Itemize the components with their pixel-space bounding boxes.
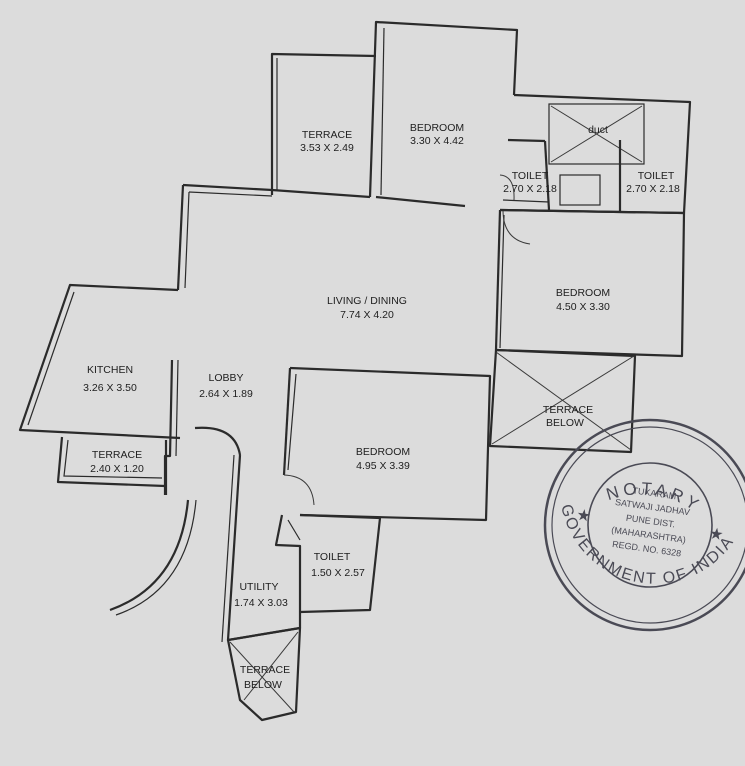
toilet-bottom-name: TOILET	[314, 551, 351, 563]
entry-curve	[109, 499, 190, 612]
bedroom-center-walls	[289, 366, 492, 522]
toilet-left-dims: 2.70 X 2.18	[503, 183, 557, 195]
utility-walls	[226, 454, 301, 642]
stamp-star-right: ★	[708, 525, 725, 544]
notary-stamp: NOTARY GOVERNMENT OF INDIA ★ ★ TUKARAM S…	[543, 418, 745, 632]
terrace-bottom-walls	[226, 626, 302, 722]
living-name: LIVING / DINING	[327, 295, 407, 307]
kitchen-dims: 3.26 X 3.50	[83, 382, 137, 394]
utility-name: UTILITY	[239, 581, 278, 593]
terrace-top-walls	[270, 52, 377, 195]
duct-label: duct	[588, 124, 608, 136]
kitchen-name: KITCHEN	[87, 364, 133, 376]
terrace-bottom-sub: BELOW	[244, 679, 282, 691]
terrace-right-name: TERRACE	[543, 404, 593, 416]
kitchen-walls	[18, 283, 181, 440]
bedroom-top-walls	[368, 20, 519, 198]
bedroom-right-walls	[495, 208, 686, 358]
toilet-right-dims: 2.70 X 2.18	[626, 183, 680, 195]
terrace-top-name: TERRACE	[302, 129, 352, 141]
duct-walls	[548, 103, 645, 165]
terrace-bottom-name: TERRACE	[240, 664, 290, 676]
bedroom-top-dims: 3.30 X 4.42	[410, 135, 464, 147]
utility-dims: 1.74 X 3.03	[234, 597, 288, 609]
stamp-star-left: ★	[575, 507, 592, 526]
toilet-bottom-walls	[274, 514, 302, 628]
bedroom-right-name: BEDROOM	[556, 287, 610, 299]
bedroom-top-name: BEDROOM	[410, 122, 464, 134]
kitchen-terrace-walls	[56, 436, 166, 488]
lobby-name: LOBBY	[208, 372, 243, 384]
bedroom-center-dims: 4.95 X 3.39	[356, 460, 410, 472]
toilet-left-name: TOILET	[512, 170, 549, 182]
terrace-kitchen-name: TERRACE	[92, 449, 142, 461]
toilet-right-name: TOILET	[638, 170, 675, 182]
terrace-top-dims: 3.53 X 2.49	[300, 142, 354, 154]
living-top-wall	[182, 183, 371, 199]
lobby-dims: 2.64 X 1.89	[199, 388, 253, 400]
room-labels: TERRACE 3.53 X 2.49 BEDROOM 3.30 X 4.42 …	[83, 122, 680, 691]
toilets-walls	[513, 93, 692, 214]
terrace-kitchen-dims: 2.40 X 1.20	[90, 463, 144, 475]
lobby-walls	[163, 359, 174, 495]
bedroom-right-dims: 4.50 X 3.30	[556, 301, 610, 313]
terrace-right-sub: BELOW	[546, 417, 584, 429]
toilet-bottom-dims: 1.50 X 2.57	[311, 567, 365, 579]
bedroom-center-name: BEDROOM	[356, 446, 410, 458]
living-dims: 7.74 X 4.20	[340, 309, 394, 321]
walls	[18, 20, 692, 722]
